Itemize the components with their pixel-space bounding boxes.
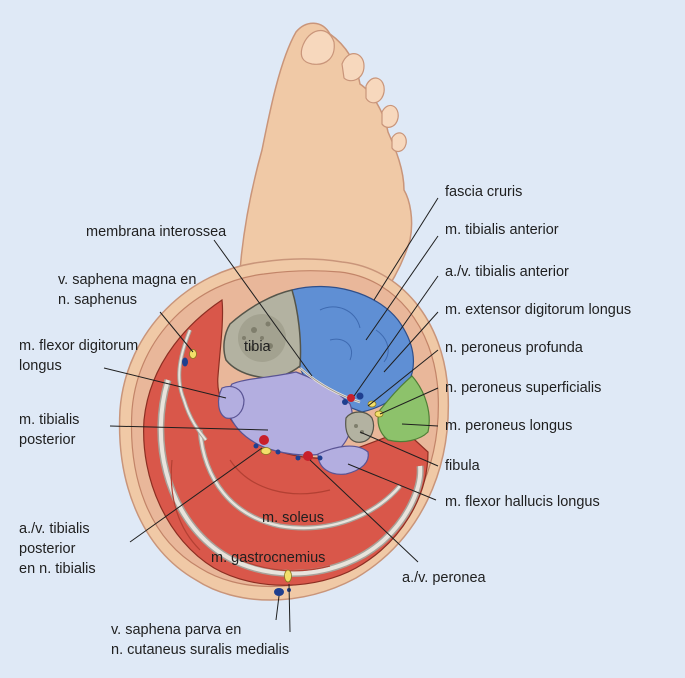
great-saphenous-vein xyxy=(182,357,188,367)
leader-lines xyxy=(103,197,439,633)
label-flexor-digitorum-line1: m. flexor digitorum xyxy=(19,338,138,354)
tibial-nerve xyxy=(260,447,272,455)
superficial-peroneal-nerve xyxy=(374,410,384,418)
posterior-tibial-artery xyxy=(259,435,269,445)
label-av-tibialis-anterior: a./v. tibialis anterior xyxy=(445,264,569,280)
label-av-tibialis-posterior-line3: en n. tibialis xyxy=(19,561,96,577)
foot-illustration xyxy=(237,22,413,301)
label-peroneus-longus: m. peroneus longus xyxy=(445,418,572,434)
label-membrana-interossea: membrana interossea xyxy=(86,224,227,240)
label-saphena-parva-line2: n. cutaneus suralis medialis xyxy=(111,642,289,658)
label-peroneus-superficialis: n. peroneus superficialis xyxy=(445,380,601,396)
small-saphenous-vein xyxy=(274,588,284,596)
label-tibialis-posterior-line2: posterior xyxy=(19,432,76,448)
peroneal-artery xyxy=(303,451,313,461)
label-tibialis-anterior: m. tibialis anterior xyxy=(445,222,559,238)
anterior-tibial-artery xyxy=(347,394,355,402)
tibia-label: tibia xyxy=(244,339,272,355)
label-av-peronea: a./v. peronea xyxy=(402,570,487,586)
label-flexor-hallucis-longus: m. flexor hallucis longus xyxy=(445,494,600,510)
label-flexor-digitorum-line2: longus xyxy=(19,358,62,374)
fibula-bone xyxy=(345,411,375,443)
label-saphena-magna-line2: n. saphenus xyxy=(58,292,137,308)
gastrocnemius-label: m. gastrocnemius xyxy=(211,550,325,566)
label-fascia-cruris: fascia cruris xyxy=(445,184,522,200)
label-fibula: fibula xyxy=(445,458,481,474)
label-extensor-digitorum-longus: m. extensor digitorum longus xyxy=(445,302,631,318)
saphenous-nerve xyxy=(189,349,197,359)
sural-nerve xyxy=(284,569,292,583)
flexor-digitorum-longus xyxy=(217,385,245,419)
label-av-tibialis-posterior-line2: posterior xyxy=(19,541,76,557)
label-saphena-parva-line1: v. saphena parva en xyxy=(111,622,241,638)
label-peroneus-profunda: n. peroneus profunda xyxy=(445,340,584,356)
vessels-and-nerves xyxy=(182,349,384,596)
soleus-label: m. soleus xyxy=(262,510,324,526)
label-av-tibialis-posterior-line1: a./v. tibialis xyxy=(19,521,90,537)
label-saphena-magna-line1: v. saphena magna en xyxy=(58,272,196,288)
label-tibialis-posterior-line1: m. tibialis xyxy=(19,412,79,428)
